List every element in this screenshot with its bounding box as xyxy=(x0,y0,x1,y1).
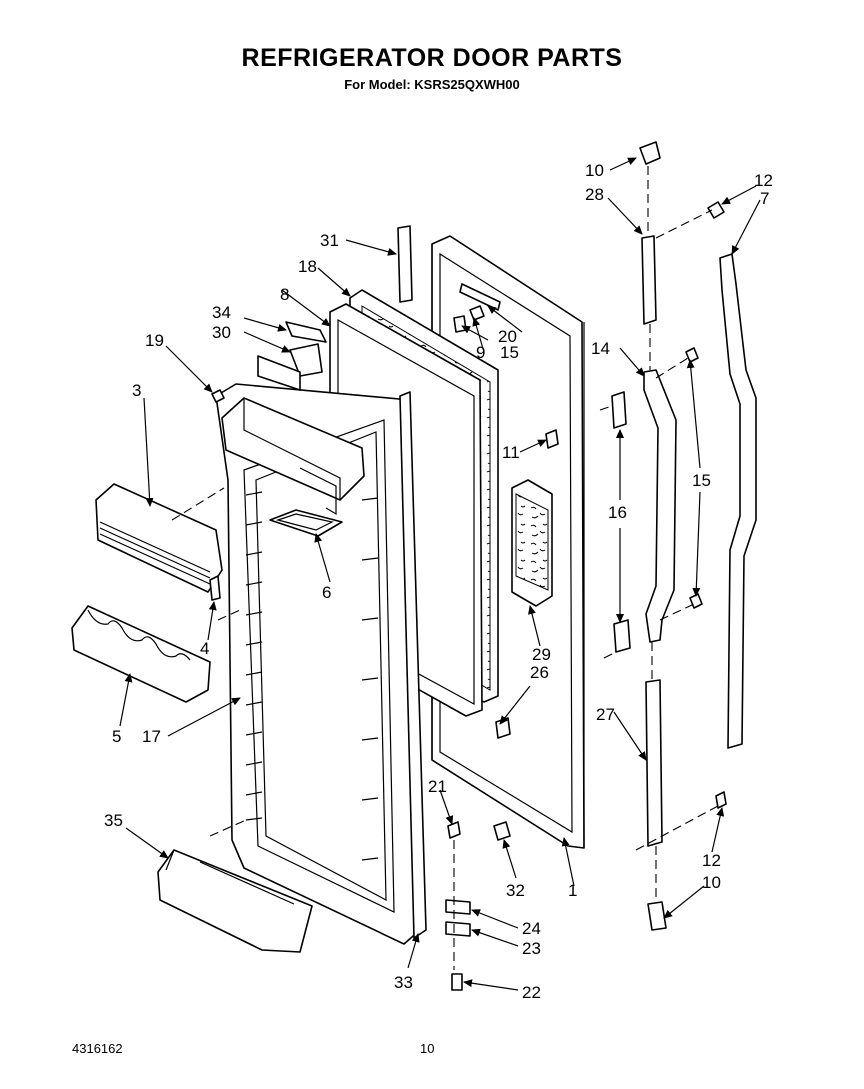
document-number: 4316162 xyxy=(72,1041,123,1056)
callout-15-right: 15 xyxy=(692,471,711,490)
callout-28: 28 xyxy=(585,185,604,204)
assembly-dash-lines xyxy=(171,166,719,970)
callout-27: 27 xyxy=(596,705,615,724)
callout-3: 3 xyxy=(132,381,141,400)
callout-23: 23 xyxy=(522,939,541,958)
trim-strip xyxy=(399,391,427,939)
callout-18: 18 xyxy=(298,257,317,276)
callout-6: 6 xyxy=(322,583,331,602)
dispenser-cover xyxy=(95,483,223,593)
vertical-strip xyxy=(397,225,413,303)
insulation-block xyxy=(511,479,553,607)
screws xyxy=(211,201,727,991)
callout-21: 21 xyxy=(428,777,447,796)
callout-12-bottom: 12 xyxy=(702,851,721,870)
callout-9: 9 xyxy=(476,343,485,362)
door-handle xyxy=(719,253,757,749)
callout-14: 14 xyxy=(591,339,610,358)
small-tray xyxy=(269,509,343,537)
leader-lines xyxy=(119,157,761,991)
callout-15-top: 15 xyxy=(500,343,519,362)
callout-11: 11 xyxy=(502,443,520,462)
callout-29: 29 xyxy=(532,645,551,664)
callout-8: 8 xyxy=(280,285,289,304)
bottom-bin xyxy=(157,849,313,953)
callout-17: 17 xyxy=(142,727,161,746)
callout-10-top: 10 xyxy=(585,161,604,180)
callout-12-top: 12 xyxy=(754,171,773,190)
callout-32: 32 xyxy=(506,881,525,900)
hinge-parts xyxy=(611,141,677,931)
model-subtitle: For Model: KSRS25QXWH00 xyxy=(344,77,520,92)
callout-33: 33 xyxy=(394,973,413,992)
callout-30: 30 xyxy=(212,323,231,342)
callout-1: 1 xyxy=(568,881,577,900)
clip xyxy=(209,575,221,601)
bottle-shelf xyxy=(71,605,211,703)
callout-26: 26 xyxy=(530,663,549,682)
callout-19: 19 xyxy=(145,331,164,350)
callout-16: 16 xyxy=(608,503,627,522)
inner-door-liner xyxy=(215,383,421,945)
callout-34: 34 xyxy=(212,303,231,322)
callout-31: 31 xyxy=(320,231,339,250)
callout-10-bottom: 10 xyxy=(702,873,721,892)
callout-20: 20 xyxy=(498,327,517,346)
callout-22: 22 xyxy=(522,983,541,1002)
top-trim-pieces xyxy=(257,321,327,391)
callout-labels: 10 28 12 7 31 18 8 34 30 19 3 20 9 15 14… xyxy=(104,161,773,1002)
callout-24: 24 xyxy=(522,919,541,938)
callout-35: 35 xyxy=(104,811,123,830)
callout-5: 5 xyxy=(112,727,121,746)
callout-4: 4 xyxy=(200,639,209,658)
callout-7: 7 xyxy=(760,189,769,208)
page-number: 10 xyxy=(420,1041,435,1056)
page-title: REFRIGERATOR DOOR PARTS xyxy=(241,44,623,72)
